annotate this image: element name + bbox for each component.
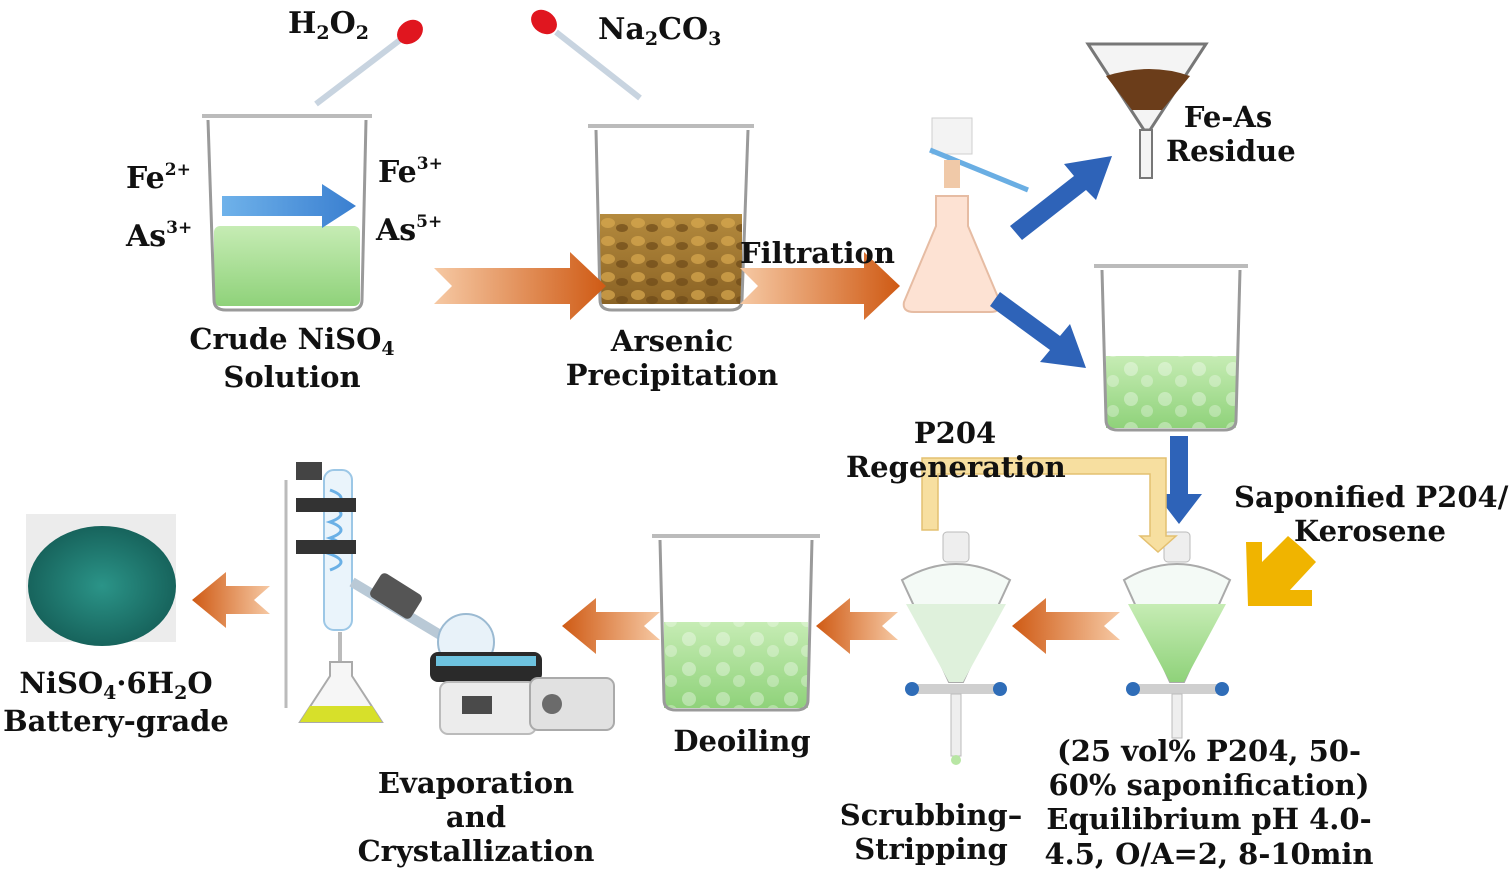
regeneration-loop [921, 457, 1178, 554]
arrow-to-precipitation [434, 252, 606, 320]
scrubbing-funnel [900, 531, 1012, 765]
fe2-ion: Fe2+ [126, 160, 191, 196]
rotary-evaporator [284, 462, 615, 735]
filtrate-beaker [1094, 264, 1248, 432]
na2co3-dropper [531, 9, 642, 101]
saponified-feed-label: Saponified P204/ Kerosene [1234, 480, 1509, 549]
arrow-to-residue [1010, 156, 1112, 240]
extraction-conditions: (25 vol% P204, 50- 60% saponification) E… [1044, 734, 1374, 871]
p204-regeneration-label: P204 Regeneration [846, 416, 1066, 485]
precipitation-beaker [588, 124, 754, 312]
evaporation-crystallization-label: Evaporation and Crystallization [357, 766, 595, 869]
residue-funnel [1085, 42, 1209, 179]
na2co3-label: Na2CO3 [598, 12, 722, 50]
crude-solution-label: Crude NiSO4 Solution [189, 322, 395, 395]
arrow-to-filtration [740, 252, 900, 320]
filtration-flask [902, 117, 1029, 313]
arrow-to-extraction [1156, 436, 1202, 524]
as3-ion: As3+ [126, 218, 193, 254]
branch-arrows [990, 156, 1202, 524]
arrow-to-filtrate [990, 292, 1086, 368]
crude-solution-beaker [202, 114, 372, 312]
process-arrows [192, 252, 1120, 654]
arrow-to-deoiling [816, 598, 898, 654]
h2o2-dropper [314, 19, 423, 107]
arrow-to-product [192, 572, 270, 628]
fe-as-residue-label: Fe-As Residue [1166, 100, 1296, 169]
saponified-feed-arrow [1246, 536, 1316, 606]
deoiling-beaker [652, 534, 820, 712]
oxidation-arrow [222, 184, 356, 228]
filtration-label: Filtration [740, 236, 895, 270]
scrubbing-stripping-label: Scrubbing– Stripping [839, 798, 1023, 867]
arrow-to-scrubbing [1012, 598, 1120, 654]
fe3-ion: Fe3+ [378, 154, 443, 190]
arrow-to-evaporation [562, 598, 660, 654]
product-photo [26, 514, 176, 646]
h2o2-label: H2O2 [288, 6, 369, 44]
extraction-funnel [1122, 531, 1232, 739]
as5-ion: As5+ [376, 212, 443, 248]
arsenic-precipitation-label: Arsenic Precipitation [565, 324, 779, 393]
deoiling-label: Deoiling [673, 724, 811, 758]
product-label: NiSO4·6H2O Battery-grade [3, 666, 229, 739]
